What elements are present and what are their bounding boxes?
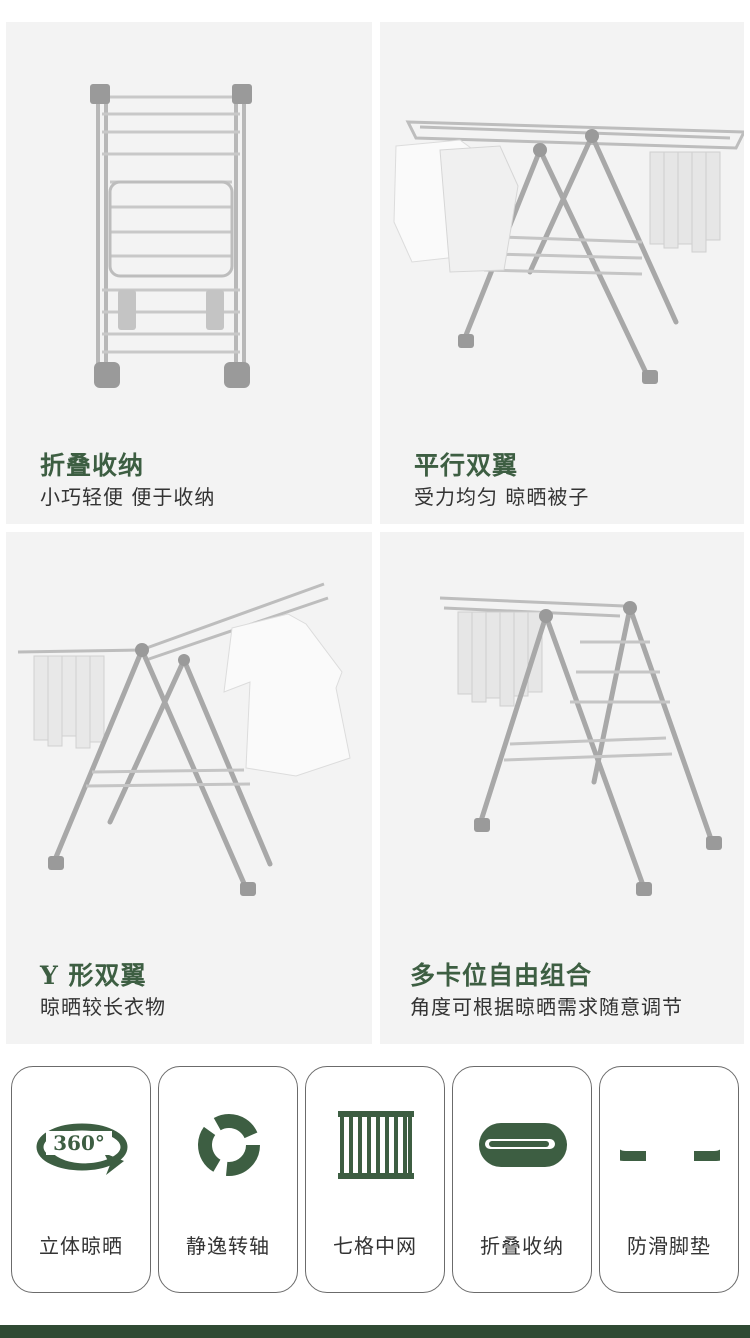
panel-subtitle: 受力均匀 晾晒被子 [414,485,590,509]
y-wing-rack-image [17,582,351,896]
feature-card-seven-grid-mesh: 七格中网 [305,1066,445,1293]
panel-subtitle: 晾晒较长衣物 [40,995,166,1019]
parallel-wings-panel: 平行双翼 受力均匀 晾晒被子 [380,22,744,524]
y-wings-panel: Y 形双翼 晾晒较长衣物 [6,532,372,1044]
anti-slip-foot-pad-icon [620,1149,720,1161]
feature-label: 静逸转轴 [186,1234,270,1258]
footer-bar [0,1325,750,1338]
panel-subtitle: 小巧轻便 便于收纳 [40,485,216,509]
multi-position-rack-image [439,596,722,896]
panel-subtitle: 角度可根据晾晒需求随意调节 [410,995,683,1019]
multi-position-panel: 多卡位自由组合 角度可根据晾晒需求随意调节 [380,532,744,1044]
panel-title: 平行双翼 [414,451,519,480]
feature-label: 折叠收纳 [480,1234,564,1258]
panel-title: 多卡位自由组合 [410,961,593,990]
rotating-shaft-icon [198,1114,260,1176]
feature-card-anti-slip-pad: 防滑脚垫 [599,1066,739,1293]
feature-card-3d-drying: 360° 立体晾晒 [11,1066,151,1293]
grid-mesh-icon [338,1111,414,1179]
rotate-360-text: 360° [53,1131,105,1155]
fold-storage-icon [479,1123,567,1167]
parallel-wing-rack-image [393,120,744,384]
feature-label: 防滑脚垫 [627,1234,711,1258]
folded-rack-panel: 折叠收纳 小巧轻便 便于收纳 [6,22,372,524]
feature-label: 七格中网 [333,1234,417,1258]
panel-title: Y 形双翼 [40,961,147,990]
feature-card-fold-storage: 折叠收纳 [452,1066,592,1293]
panel-title: 折叠收纳 [40,451,145,480]
feature-label: 立体晾晒 [39,1234,123,1258]
feature-card-quiet-shaft: 静逸转轴 [158,1066,298,1293]
rotate-360-icon: 360° [36,1123,128,1175]
folded-drying-rack-image [90,84,252,388]
